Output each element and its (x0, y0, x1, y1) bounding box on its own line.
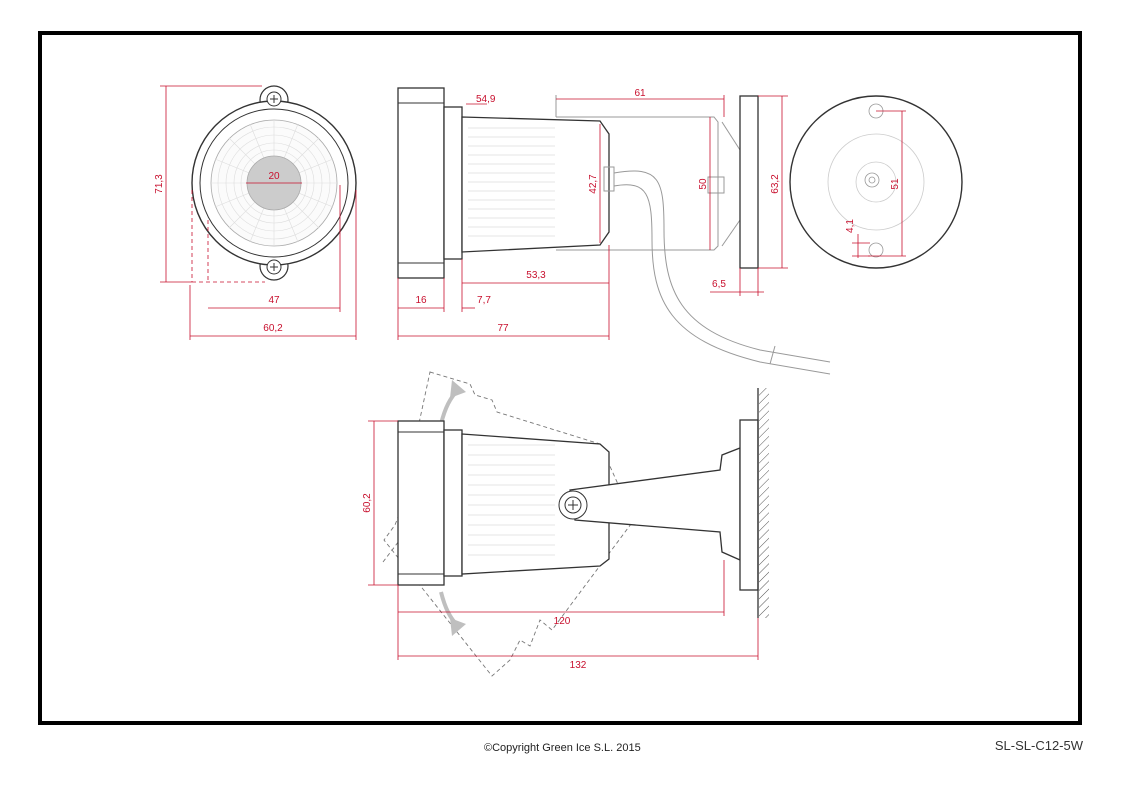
dim-front-inner-width: 47 (268, 295, 280, 306)
front-view-dimensions (160, 85, 357, 340)
dim-ring-depth: 7,7 (477, 295, 491, 306)
dim-total-side-length: 77 (497, 323, 509, 334)
lens-cap-side (397, 87, 445, 279)
rotation-arrow-icon (450, 380, 466, 398)
rotation-arrow-icon (450, 618, 466, 636)
dim-assembly-inner-length: 120 (554, 616, 571, 627)
assembly-view (382, 371, 769, 677)
assembly-dimensions (368, 420, 759, 660)
cable (613, 170, 831, 375)
screw-icon (558, 490, 588, 520)
dim-lens-depth: 16 (415, 295, 427, 306)
mount-hole (868, 242, 884, 258)
dim-plate-thickness: 6,5 (712, 279, 726, 290)
back-view (789, 95, 963, 269)
heatsink-body-assembly (461, 433, 610, 575)
front-view (191, 85, 357, 283)
dim-base-plate-height: 63,2 (770, 174, 781, 194)
screw-icon (266, 91, 282, 107)
dim-hole-spacing: 51 (890, 178, 901, 190)
side-view-dimensions (397, 95, 788, 340)
dim-assembly-height: 60,2 (362, 493, 373, 513)
drawing-frame (38, 31, 1082, 725)
dim-body-height: 42,7 (588, 174, 599, 194)
screw-icon (266, 259, 282, 275)
dim-side-lens-ring: 54,9 (476, 94, 496, 105)
base-plate-assembly (739, 419, 759, 591)
dim-assembly-total-length: 132 (570, 660, 587, 671)
dim-front-width: 60,2 (263, 323, 283, 334)
lens-cap-assembly (397, 420, 445, 586)
dim-front-height: 71,3 (154, 174, 165, 194)
side-view (397, 87, 610, 279)
copyright-text: ©Copyright Green Ice S.L. 2015 (484, 742, 641, 754)
base-plate-side (739, 95, 759, 269)
drawing-code: SL-SL-C12-5W (994, 738, 1083, 753)
dim-body-length: 53,3 (526, 270, 546, 281)
dim-bracket-length: 61 (634, 88, 646, 99)
wall-hatch (759, 388, 769, 618)
dim-bracket-height: 50 (698, 178, 709, 190)
dim-lens-inner: 20 (268, 171, 280, 182)
base-plate-circle (789, 95, 963, 269)
dim-hole-offset: 4,1 (845, 219, 856, 233)
